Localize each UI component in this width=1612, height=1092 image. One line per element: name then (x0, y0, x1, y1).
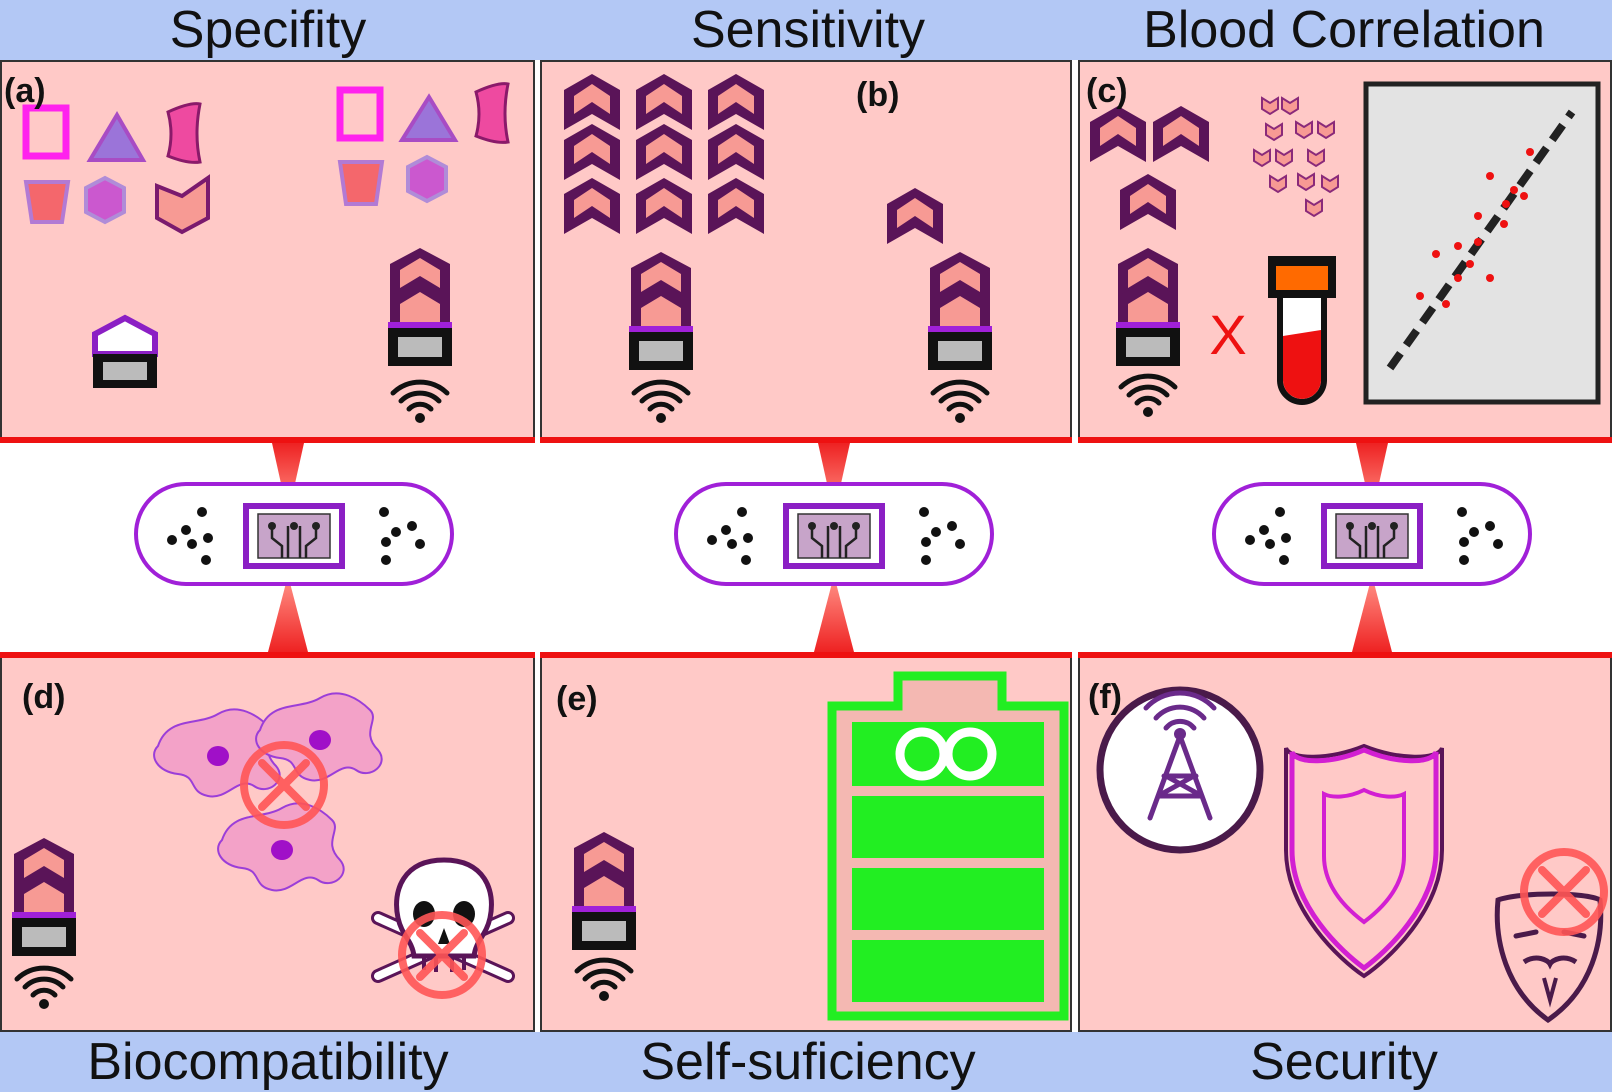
title-specifity: Specifity (169, 1, 367, 59)
wearable-patch-right (1214, 484, 1530, 584)
panel-b-wifi-icon-left (634, 382, 688, 423)
panel-c-analyte-cloud (1253, 96, 1339, 218)
panel-a-bare-sensor (92, 314, 158, 388)
panel-b-sensor-left (629, 252, 693, 370)
panel-a-wifi-icon (393, 382, 447, 423)
panel-a-analytes (22, 82, 510, 235)
panel-label-c: (c) (1086, 72, 1128, 110)
panel-e-sensor (572, 832, 636, 950)
connector-beams (268, 443, 1392, 652)
correlation-plot (1363, 81, 1601, 405)
battery-icon (827, 671, 1069, 1021)
panel-f-top-line (1078, 652, 1612, 658)
panel-d-sensor (12, 838, 76, 956)
blood-tube-icon (1268, 256, 1336, 405)
panel-b-single-receptor (887, 188, 943, 244)
panel-d-top-line (0, 652, 535, 658)
panel-label-b: (b) (856, 76, 900, 114)
panel-b-sensor-right (928, 252, 992, 370)
panel-d-cells (153, 692, 383, 892)
panel-a-bottom-line (0, 437, 535, 443)
panel-label-e: (e) (556, 680, 598, 718)
panel-c-sensor (1116, 248, 1180, 366)
panel-a-sensor (388, 248, 452, 366)
panel-b (540, 60, 1072, 440)
panel-c-wifi-icon (1121, 376, 1175, 417)
panel-c-receptors (1090, 106, 1209, 230)
panel-label-f: (f) (1088, 678, 1122, 716)
panel-e-wifi-icon (577, 960, 631, 1001)
panel-b-receptor-array (564, 74, 764, 234)
title-blood-correlation: Blood Correlation (1143, 1, 1545, 59)
radio-tower-icon (1096, 686, 1264, 854)
title-sensitivity: Sensitivity (690, 1, 926, 59)
wearable-patch-left (136, 484, 452, 584)
top-title-band (0, 0, 1612, 60)
title-biocompatibility: Biocompatibility (87, 1033, 449, 1091)
panel-c-x-mark: X (1209, 303, 1246, 366)
panel-e-top-line (540, 652, 1072, 658)
panel-label-a: (a) (4, 72, 46, 110)
shield-icon (1284, 743, 1444, 979)
panel-d-wifi-icon (17, 968, 71, 1009)
panel-c-bottom-line (1078, 437, 1612, 443)
title-security: Security (1250, 1033, 1438, 1091)
panel-b-bottom-line (540, 437, 1072, 443)
bottom-title-band (0, 1032, 1612, 1092)
wearable-patch-center (676, 484, 992, 584)
panel-label-d: (d) (22, 678, 66, 716)
title-self-sufficiency: Self-suficiency (640, 1033, 976, 1091)
panel-b-wifi-icon-right (933, 382, 987, 423)
